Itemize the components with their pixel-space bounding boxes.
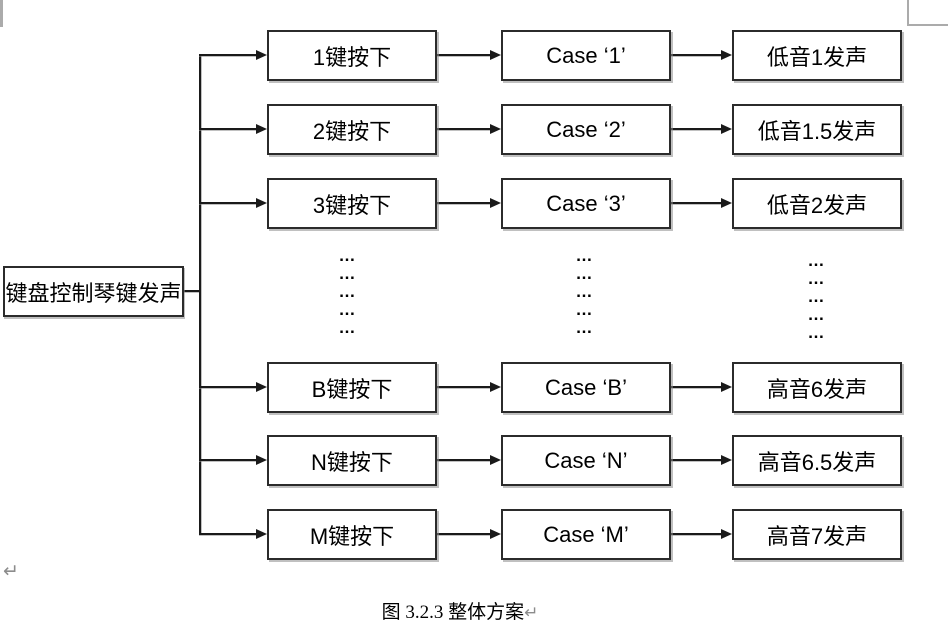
- flow-box-case-B: Case ‘B’: [501, 362, 671, 413]
- arrowhead-icon: [721, 455, 732, 465]
- ellipsis-line: …: [807, 305, 827, 324]
- connector-line: [671, 386, 722, 388]
- flow-box-sound-3: 低音2发声: [732, 178, 902, 229]
- flow-box-key-1: 1键按下: [267, 30, 437, 81]
- ellipsis-line: …: [575, 246, 595, 265]
- arrowhead-icon: [256, 198, 267, 208]
- trunk-line: [199, 54, 201, 535]
- flow-box-sound-B: 高音6发声: [732, 362, 902, 413]
- connector-line: [199, 459, 257, 461]
- figure-caption: 图 3.2.3 整体方案↵: [275, 597, 645, 624]
- connector-line: [671, 54, 722, 56]
- arrowhead-icon: [490, 124, 501, 134]
- arrowhead-icon: [721, 382, 732, 392]
- ellipsis-line: …: [807, 287, 827, 306]
- paragraph-mark: ↵: [3, 561, 19, 582]
- flow-box-sound-2: 低音1.5发声: [732, 104, 902, 155]
- ellipsis-line: …: [575, 318, 595, 337]
- ellipsis-line: …: [575, 282, 595, 301]
- connector-line: [671, 459, 722, 461]
- ellipsis-column-sounds: … … … … …: [787, 252, 847, 342]
- connector-line: [199, 128, 257, 130]
- arrowhead-icon: [490, 50, 501, 60]
- ellipsis-line: …: [575, 264, 595, 283]
- arrowhead-icon: [256, 455, 267, 465]
- ellipsis-line: …: [575, 300, 595, 319]
- connector-line: [199, 202, 257, 204]
- connector-line: [437, 386, 491, 388]
- connector-line: [199, 386, 257, 388]
- arrowhead-icon: [721, 124, 732, 134]
- flow-box-case-2: Case ‘2’: [501, 104, 671, 155]
- ellipsis-line: …: [807, 269, 827, 288]
- flow-box-case-1: Case ‘1’: [501, 30, 671, 81]
- connector-line: [437, 459, 491, 461]
- ellipsis-line: …: [338, 282, 358, 301]
- ellipsis-line: …: [338, 318, 358, 337]
- connector-line: [437, 54, 491, 56]
- clipped-shape-artifact-topright-vertical: [907, 0, 909, 26]
- arrowhead-icon: [490, 382, 501, 392]
- flow-box-key-M: M键按下: [267, 509, 437, 560]
- flow-box-key-B: B键按下: [267, 362, 437, 413]
- connector-line: [437, 533, 491, 535]
- arrowhead-icon: [721, 198, 732, 208]
- connector-line: [671, 128, 722, 130]
- flow-box-sound-N: 高音6.5发声: [732, 435, 902, 486]
- arrowhead-icon: [490, 455, 501, 465]
- flow-box-case-N: Case ‘N’: [501, 435, 671, 486]
- ellipsis-line: …: [807, 323, 827, 342]
- flow-root-box: 键盘控制琴键发声: [3, 266, 184, 317]
- arrowhead-icon: [256, 50, 267, 60]
- arrowhead-icon: [721, 50, 732, 60]
- connector-line: [671, 533, 722, 535]
- ellipsis-line: …: [807, 251, 827, 270]
- arrowhead-icon: [256, 382, 267, 392]
- flow-box-key-N: N键按下: [267, 435, 437, 486]
- arrowhead-icon: [256, 529, 267, 539]
- arrowhead-icon: [490, 529, 501, 539]
- connector-line: [199, 533, 257, 535]
- ellipsis-column-keys: … … … … …: [318, 247, 378, 337]
- clipped-shape-artifact-topright-horizontal: [907, 24, 948, 26]
- arrowhead-icon: [256, 124, 267, 134]
- flow-box-case-3: Case ‘3’: [501, 178, 671, 229]
- flow-box-key-3: 3键按下: [267, 178, 437, 229]
- caption-text: 图 3.2.3 整体方案: [381, 602, 525, 623]
- ellipsis-line: …: [338, 264, 358, 283]
- connector-line: [671, 202, 722, 204]
- connector-line: [437, 128, 491, 130]
- connector-line: [199, 54, 257, 56]
- flow-box-sound-M: 高音7发声: [732, 509, 902, 560]
- ellipsis-line: …: [338, 300, 358, 319]
- root-connector-line: [184, 290, 199, 292]
- connector-line: [437, 202, 491, 204]
- flow-box-case-M: Case ‘M’: [501, 509, 671, 560]
- ellipsis-column-cases: … … … … …: [555, 247, 615, 337]
- ellipsis-line: …: [338, 246, 358, 265]
- flow-box-sound-1: 低音1发声: [732, 30, 902, 81]
- arrowhead-icon: [490, 198, 501, 208]
- clipped-shape-artifact-topleft: [0, 0, 3, 27]
- flow-box-key-2: 2键按下: [267, 104, 437, 155]
- arrowhead-icon: [721, 529, 732, 539]
- caption-paragraph-mark: ↵: [524, 603, 539, 622]
